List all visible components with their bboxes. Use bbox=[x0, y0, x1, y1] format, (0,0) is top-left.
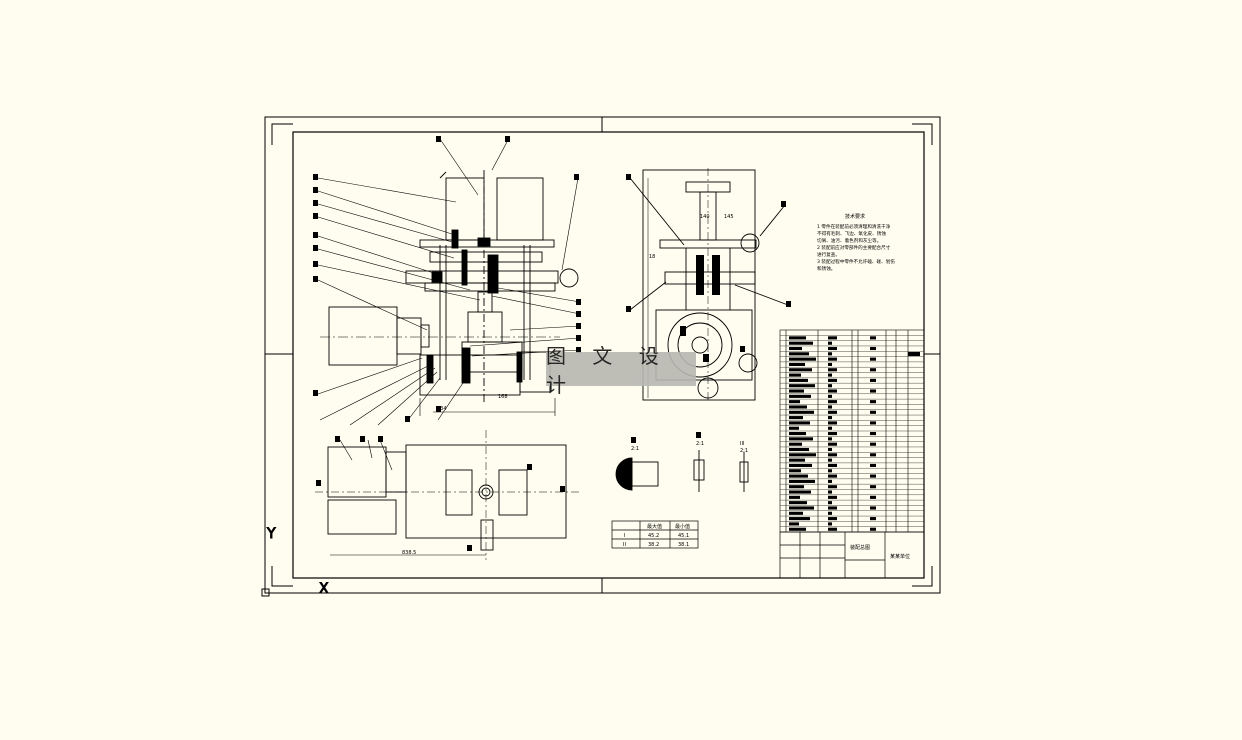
ucs-icon: Y X bbox=[261, 526, 330, 598]
svg-text:2:1: 2:1 bbox=[631, 446, 639, 452]
plan-view-dim: 838.5 bbox=[402, 550, 416, 556]
svg-text:2:1: 2:1 bbox=[740, 448, 748, 454]
svg-text:不得有毛刺、飞边、氧化皮、锈蚀: 不得有毛刺、飞边、氧化皮、锈蚀 bbox=[817, 230, 886, 237]
svg-text:最大值: 最大值 bbox=[647, 523, 662, 530]
svg-text:140: 140 bbox=[700, 214, 710, 220]
front-view bbox=[320, 170, 579, 416]
svg-text:38.1: 38.1 bbox=[678, 542, 689, 548]
svg-text:技术要求: 技术要求 bbox=[845, 213, 865, 220]
front-view-dims: 168 334 bbox=[437, 394, 508, 412]
svg-text:某某单位: 某某单位 bbox=[890, 553, 910, 560]
svg-text:45.2: 45.2 bbox=[648, 533, 659, 539]
svg-text:进行复查。: 进行复查。 bbox=[817, 251, 840, 258]
title-block-text: 装配总图 某某单位 bbox=[850, 544, 910, 560]
front-view-leaders bbox=[317, 138, 581, 426]
svg-text:III: III bbox=[740, 441, 744, 447]
side-view-dims: 140 145 18 bbox=[649, 214, 734, 260]
front-view-balloons bbox=[313, 136, 581, 422]
side-view bbox=[629, 168, 789, 401]
watermark: 图 文 设 计 bbox=[546, 344, 696, 397]
tech-requirements: 技术要求 1 零件在装配前必须清理和清洗干净 不得有毛刺、飞边、氧化皮、锈蚀 切… bbox=[817, 213, 895, 272]
svg-text:334: 334 bbox=[437, 406, 447, 412]
svg-text:1 零件在装配前必须清理和清洗干净: 1 零件在装配前必须清理和清洗干净 bbox=[817, 223, 891, 230]
svg-text:45.1: 45.1 bbox=[678, 533, 689, 539]
title-block bbox=[779, 531, 925, 579]
svg-text:3 装配过程中零件不允许磕、碰、划伤: 3 装配过程中零件不允许磕、碰、划伤 bbox=[817, 258, 895, 265]
detail-balloons bbox=[631, 432, 701, 443]
plan-view bbox=[315, 430, 580, 560]
svg-text:II: II bbox=[623, 542, 626, 548]
svg-text:168: 168 bbox=[498, 394, 508, 400]
side-view-hatch bbox=[626, 174, 791, 362]
detail-views bbox=[615, 450, 749, 492]
plan-view-balloons bbox=[316, 436, 565, 551]
svg-text:装配总图: 装配总图 bbox=[850, 544, 870, 551]
svg-text:和锈蚀。: 和锈蚀。 bbox=[817, 265, 835, 272]
svg-text:2 装配前应对零部件的主要配合尺寸: 2 装配前应对零部件的主要配合尺寸 bbox=[817, 244, 891, 251]
svg-text:切屑、油污、着色剂和灰尘等。: 切屑、油污、着色剂和灰尘等。 bbox=[817, 237, 881, 244]
tolerance-table bbox=[611, 520, 699, 549]
parts-list bbox=[779, 329, 925, 533]
svg-text:145: 145 bbox=[724, 214, 734, 220]
svg-text:2:1: 2:1 bbox=[696, 441, 704, 447]
svg-text:38.2: 38.2 bbox=[648, 542, 659, 548]
svg-text:I: I bbox=[624, 533, 625, 539]
svg-text:最小值: 最小值 bbox=[675, 523, 690, 530]
ucs-x-label: X bbox=[319, 581, 329, 597]
ucs-y-label: Y bbox=[266, 526, 276, 542]
svg-text:18: 18 bbox=[649, 254, 655, 260]
tolerance-table-text: 最大值 最小值 I 45.2 45.1 II 38.2 38.1 bbox=[623, 523, 690, 548]
detail-labels: 2:1 2:1 2:1 III bbox=[631, 441, 748, 454]
